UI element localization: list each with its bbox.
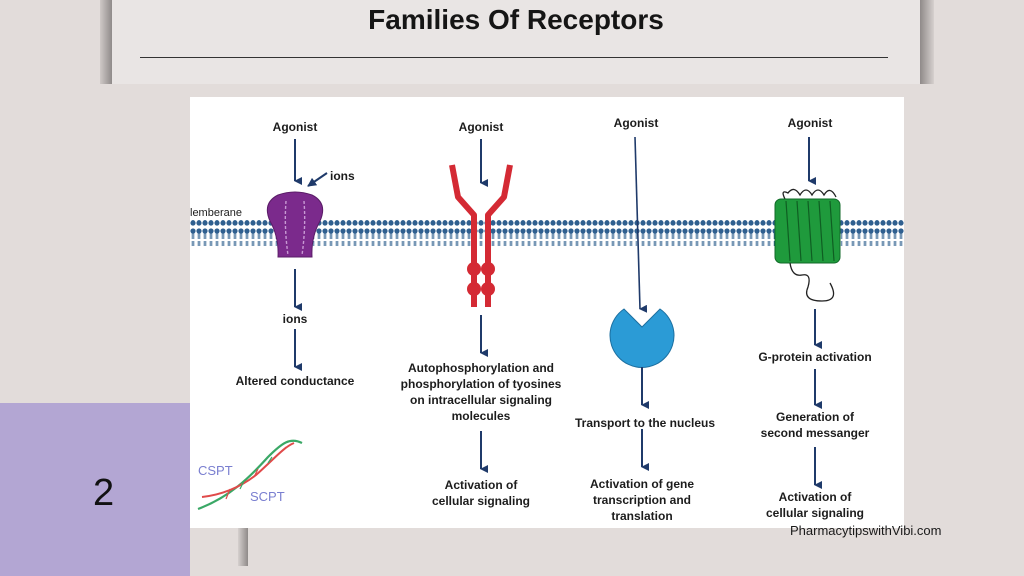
- gene-activation-label: Activation of gene transcription and tra…: [582, 476, 702, 524]
- transport-nucleus-label: Transport to the nucleus: [574, 416, 715, 430]
- ions-in-label: ions: [330, 169, 355, 183]
- logo-text-cspt: CSPT: [198, 463, 233, 478]
- arrow-agonist-3: [634, 136, 648, 313]
- title-card: [112, 0, 920, 84]
- autophos-line-2: phosphorylation of tyosines: [400, 377, 562, 391]
- dna-logo-icon: [197, 439, 303, 511]
- kinase-activation-line-2: cellular signaling: [431, 494, 531, 508]
- gpcr-activation-line-1: Activation of: [778, 490, 852, 504]
- title-underline: [140, 57, 888, 58]
- arrow-ions-in: [307, 172, 328, 187]
- page-title: Families Of Receptors: [368, 4, 664, 35]
- agonist-label-3: Agonist: [613, 116, 659, 130]
- gene-activation-line-2: transcription and: [592, 493, 691, 507]
- kinase-receptor-left: [449, 164, 477, 307]
- bottom-shadow: [238, 528, 248, 566]
- autophos-line-3: on intracellular signaling: [409, 393, 553, 407]
- agonist-label-1: Agonist: [272, 120, 318, 134]
- agonist-label-2: Agonist: [458, 120, 504, 134]
- altered-conductance-label: Altered conductance: [235, 374, 355, 388]
- card-shadow-right: [920, 0, 934, 84]
- autophosphorylation-label: Autophosphorylation and phosphorylation …: [395, 360, 567, 424]
- logo-text-scpt: SCPT: [250, 489, 285, 504]
- ions-out-label: ions: [282, 312, 308, 326]
- agonist-label-4: Agonist: [787, 116, 833, 130]
- nuclear-receptor: [609, 308, 675, 368]
- kinase-activation-label: Activation of cellular signaling: [416, 477, 546, 509]
- kinase-receptor-right: [485, 164, 513, 307]
- gprotein-activation-label: G-protein activation: [758, 350, 872, 364]
- card-shadow-left: [100, 0, 112, 84]
- second-messenger-line-2: second messanger: [760, 426, 870, 440]
- gene-activation-line-3: translation: [611, 509, 673, 523]
- second-messenger-label: Generation of second messanger: [755, 409, 875, 441]
- gpcr-receptor: [774, 198, 841, 264]
- ion-channel-receptor: [266, 191, 324, 258]
- gpcr-activation-label: Activation of cellular signaling: [755, 489, 875, 521]
- membrane-label: lemberane: [190, 207, 242, 219]
- accent-block: [0, 403, 190, 576]
- kinase-activation-line-1: Activation of: [444, 478, 518, 492]
- gene-activation-line-1: Activation of gene: [589, 477, 694, 491]
- second-messenger-line-1: Generation of: [775, 410, 854, 424]
- autophos-line-1: Autophosphorylation and: [408, 361, 554, 375]
- page-number: 2: [93, 472, 115, 514]
- credit-text: PharmacytipswithVibi.com: [790, 523, 942, 538]
- gpcr-activation-line-2: cellular signaling: [765, 506, 865, 520]
- diagram-graphics: [190, 136, 904, 511]
- autophos-line-4: molecules: [451, 409, 511, 423]
- receptor-diagram: Agonist ions lemberane ions Altered cond…: [190, 97, 904, 528]
